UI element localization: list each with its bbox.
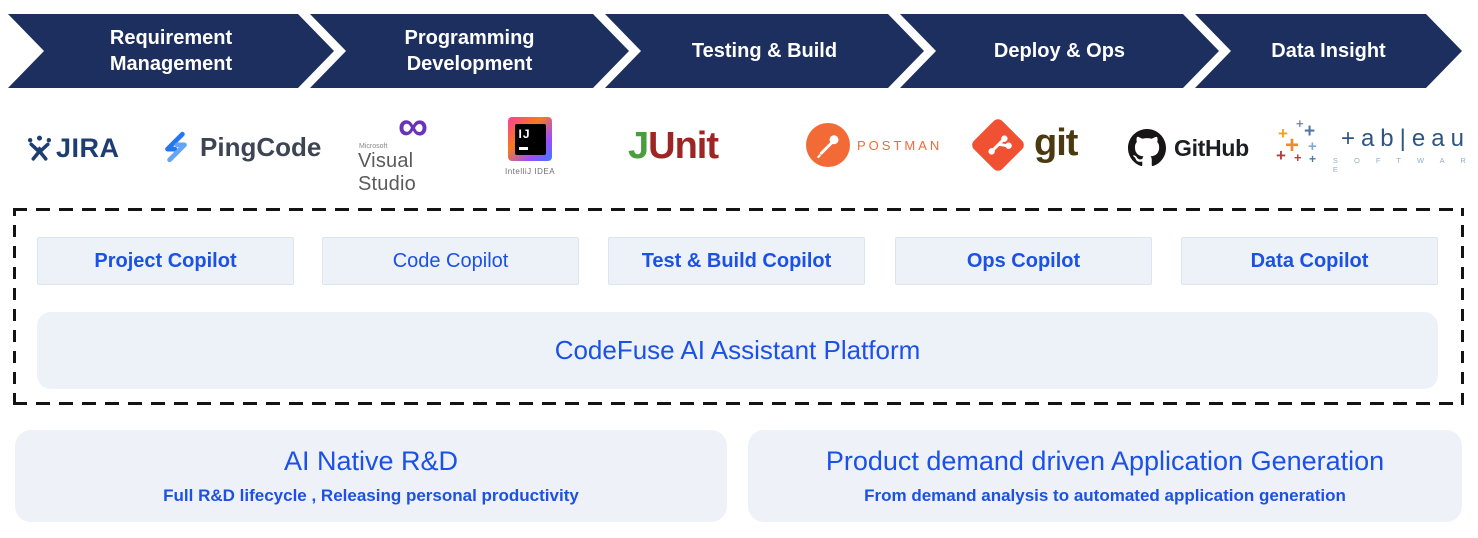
postman-logo: POSTMAN xyxy=(806,123,942,167)
stage-label: Programming Development xyxy=(404,26,535,75)
stage-data-insight: Data Insight xyxy=(1195,14,1462,88)
stage-requirement-management: Requirement Management xyxy=(8,14,334,88)
jira-wordmark: JIRA xyxy=(56,133,120,163)
postman-wordmark: POSTMAN xyxy=(857,137,943,153)
tableau-logo: + + + + + + + + +ab|eau S O F T W A R E xyxy=(1276,117,1478,174)
jira-icon xyxy=(27,135,52,161)
stage-deploy-ops: Deploy & Ops xyxy=(900,14,1219,88)
copilot-chip-test-build: Test & Build Copilot xyxy=(608,237,865,285)
github-wordmark: GitHub xyxy=(1174,134,1249,161)
stage-programming-development: Programming Development xyxy=(310,14,629,88)
jira-logo: JIRA xyxy=(26,133,120,164)
outcome-title: AI Native R&D xyxy=(283,446,459,476)
pingcode-icon xyxy=(165,131,187,163)
intellij-idea-logo: IJ IntelliJ IDEA xyxy=(505,117,555,176)
codefuse-platform-bar: CodeFuse AI Assistant Platform xyxy=(37,312,1438,389)
stage-label: Deploy & Ops xyxy=(993,39,1126,62)
github-octocat-icon xyxy=(1128,129,1166,167)
github-logo: GitHub xyxy=(1128,129,1249,167)
outcome-title: Product demand driven Application Genera… xyxy=(825,446,1385,476)
git-logo: git xyxy=(969,116,1078,174)
junit-unit: Unit xyxy=(648,125,719,167)
intellij-icon: IJ xyxy=(508,117,553,161)
visual-studio-infinity-icon: ∞ xyxy=(398,102,428,149)
outcome-subtitle: Full R&D lifecycle , Releasing personal … xyxy=(163,486,579,505)
stage-label: Requirement Management xyxy=(109,26,233,75)
stage-testing-build: Testing & Build xyxy=(605,14,924,88)
git-icon xyxy=(969,116,1027,174)
outcome-card-ai-native-rd: AI Native R&D Full R&D lifecycle , Relea… xyxy=(15,430,727,522)
tableau-software-label: S O F T W A R E xyxy=(1332,156,1473,174)
pingcode-logo: PingCode xyxy=(160,131,321,163)
pingcode-wordmark: PingCode xyxy=(200,131,322,162)
junit-j: J xyxy=(628,125,649,167)
intellij-icon-inner: IJ xyxy=(514,123,546,155)
intellij-badge: IJ xyxy=(518,126,531,141)
stage-label: Testing & Build xyxy=(691,39,838,62)
copilot-chip-project: Project Copilot xyxy=(37,237,294,285)
outcome-subtitle: From demand analysis to automated applic… xyxy=(864,486,1346,505)
tool-logos-row: JIRA PingCode ∞ Microsoft Visual Studio … xyxy=(0,105,1478,205)
copilot-chip-ops: Ops Copilot xyxy=(895,237,1152,285)
codefuse-platform-group: Project Copilot Code Copilot Test & Buil… xyxy=(13,208,1464,405)
outcome-card-application-generation: Product demand driven Application Genera… xyxy=(748,430,1462,522)
intellij-bar xyxy=(518,147,528,150)
intellij-caption: IntelliJ IDEA xyxy=(505,167,556,176)
copilot-chip-data: Data Copilot xyxy=(1181,237,1438,285)
postman-icon xyxy=(806,123,850,167)
tableau-wordmark: +ab|eau S O F T W A R E xyxy=(1333,125,1478,174)
git-wordmark: git xyxy=(1034,121,1078,164)
visual-studio-logo: ∞ Microsoft Visual Studio xyxy=(358,102,468,196)
copilot-chip-code: Code Copilot xyxy=(322,237,579,285)
microsoft-label: Microsoft xyxy=(359,143,388,150)
visual-studio-wordmark: Microsoft Visual Studio xyxy=(358,143,416,195)
stage-label: Data Insight xyxy=(1271,39,1386,62)
tableau-icon: + + + + + + + + xyxy=(1276,116,1317,166)
